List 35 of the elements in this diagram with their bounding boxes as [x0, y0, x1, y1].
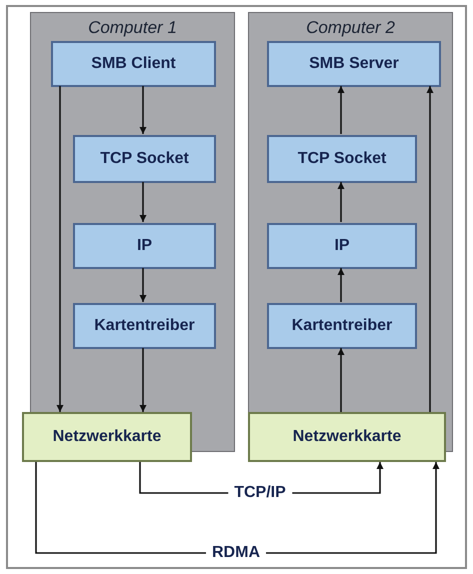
box-label: IP: [136, 236, 152, 256]
computer-panel: [30, 12, 235, 452]
box-label: TCP Socket: [298, 149, 386, 169]
panel-title: Computer 1: [87, 17, 178, 39]
network-card-box: [22, 412, 192, 462]
arrow: [338, 348, 344, 412]
arrow: [140, 86, 146, 134]
layer-box: [267, 303, 417, 349]
box-label: Netzwerkkarte: [52, 427, 162, 447]
arrow: [140, 268, 146, 302]
box-label: Kartentreiber: [94, 316, 195, 336]
box-label: Kartentreiber: [292, 316, 392, 336]
arrow: [140, 348, 146, 412]
layer-box: [267, 135, 417, 183]
box-label: Netzwerkkarte: [292, 427, 402, 447]
layer-box: [267, 223, 417, 269]
layer-box: [73, 303, 216, 349]
layer-box: [267, 41, 441, 87]
arrow: [140, 182, 146, 222]
box-label: TCP Socket: [100, 149, 189, 169]
box-label: IP: [334, 236, 350, 256]
network-card-box: [248, 412, 446, 462]
layer-box: [73, 135, 216, 183]
arrow: [56, 86, 64, 412]
arrow: [338, 268, 344, 302]
arrow: [35, 462, 440, 554]
panel-title: Computer 2: [305, 17, 396, 39]
layer-box: [73, 223, 216, 269]
box-label: SMB Server: [309, 54, 399, 74]
arrow: [338, 86, 344, 134]
arrow: [426, 86, 434, 412]
computer-panel: [248, 12, 453, 452]
arrow: [338, 182, 344, 222]
layer-box: [51, 41, 216, 87]
box-label: SMB Client: [91, 54, 176, 74]
